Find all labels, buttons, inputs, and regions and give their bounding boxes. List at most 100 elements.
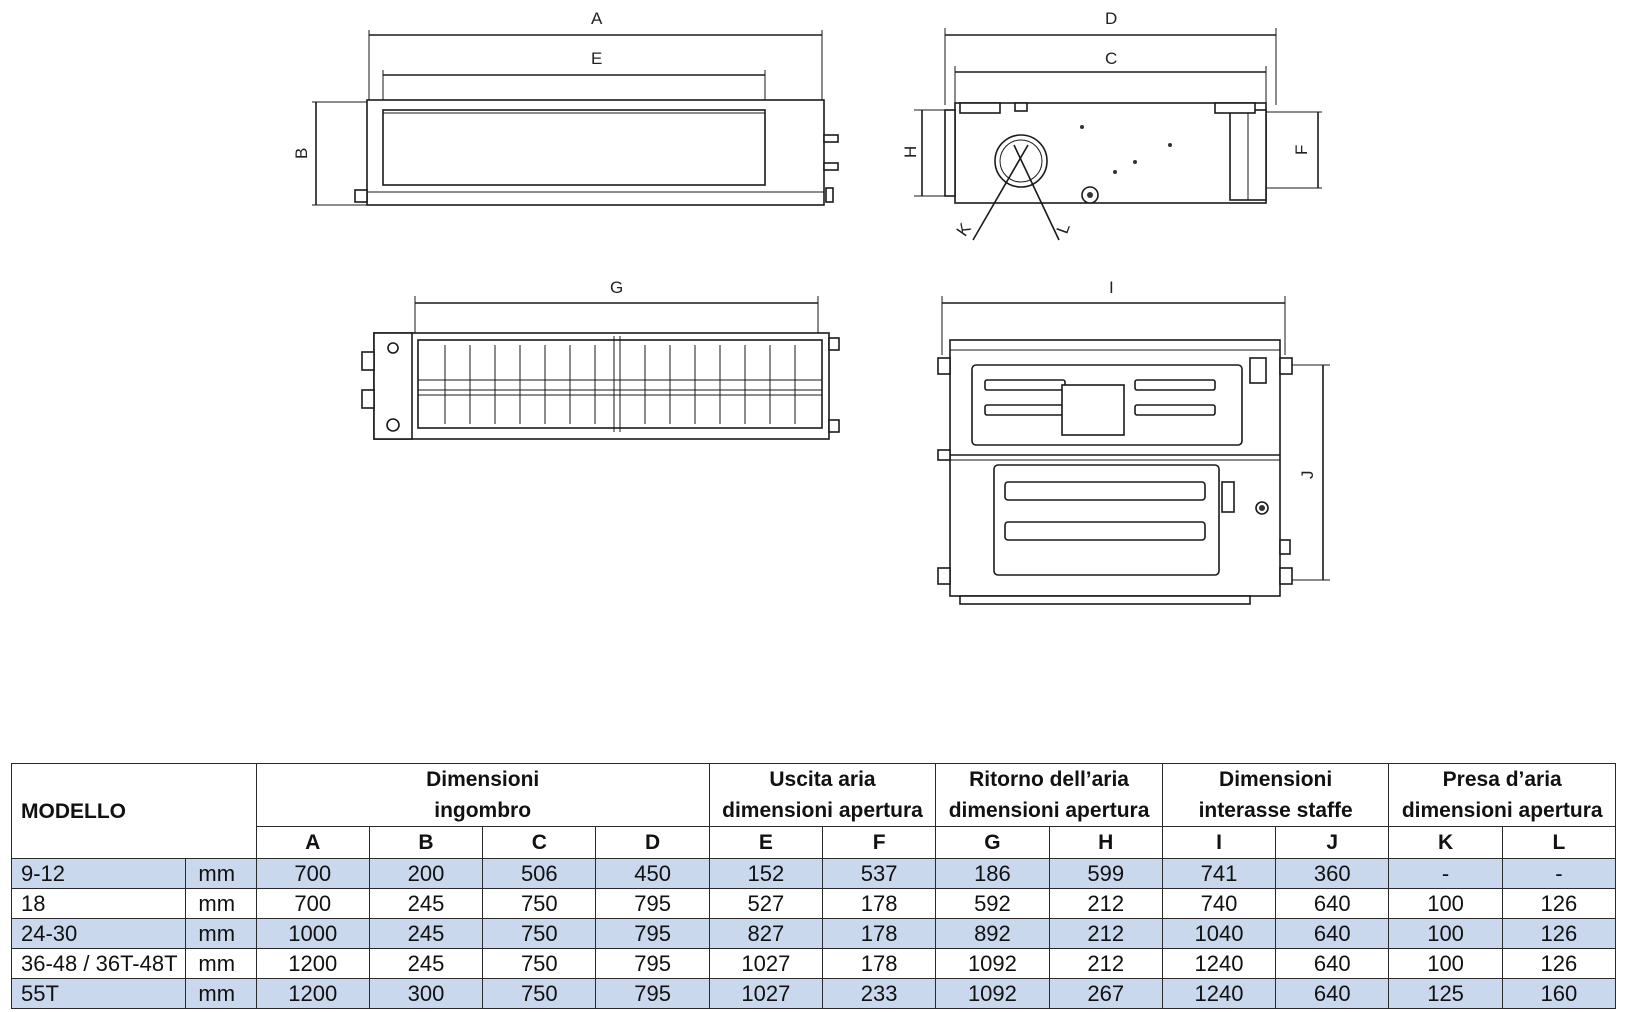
column-header: H — [1048, 826, 1163, 859]
value-cell: 126 — [1501, 918, 1617, 949]
value-cell: 212 — [1048, 888, 1163, 919]
group-line1: Uscita aria — [769, 768, 876, 791]
value-cell: 100 — [1388, 918, 1503, 949]
value-cell: 700 — [255, 858, 370, 889]
value-cell: 178 — [821, 948, 937, 979]
side-view: D C H F K L — [901, 9, 1322, 241]
label-d: D — [1105, 9, 1117, 28]
label-e: E — [591, 49, 602, 68]
unit-cell: mm — [185, 978, 257, 1009]
group-line2: dimensioni apertura — [1401, 799, 1603, 822]
value-cell: 178 — [821, 888, 937, 919]
label-k: K — [953, 219, 975, 240]
unit-cell: mm — [185, 948, 257, 979]
value-cell: 245 — [368, 948, 484, 979]
value-cell: 795 — [595, 948, 710, 979]
value-cell: 1092 — [935, 948, 1050, 979]
label-c: C — [1105, 49, 1117, 68]
label-i: I — [1109, 278, 1114, 297]
group-line1: Dimensioni — [1219, 768, 1333, 791]
column-header: K — [1388, 826, 1503, 859]
value-cell: 750 — [482, 918, 597, 949]
value-cell: 527 — [708, 888, 824, 919]
group-line1: Ritorno dell’aria — [969, 768, 1129, 791]
value-cell: 599 — [1048, 858, 1163, 889]
top-view: G — [361, 278, 840, 440]
value-cell: 750 — [482, 888, 597, 919]
group-header-ritorno: Ritorno dell’aria dimensioni apertura — [935, 763, 1163, 827]
group-header-presa: Presa d’aria dimensioni apertura — [1388, 763, 1616, 827]
value-cell: 592 — [935, 888, 1050, 919]
value-cell: - — [1388, 858, 1503, 889]
model-header: MODELLO — [11, 763, 257, 859]
unit-cell: mm — [185, 918, 257, 949]
column-header: B — [368, 826, 484, 859]
group-header-interasse: Dimensioni interasse staffe — [1161, 763, 1390, 827]
value-cell: 212 — [1048, 948, 1163, 979]
value-cell: 300 — [368, 978, 484, 1009]
value-cell: 740 — [1161, 888, 1277, 919]
column-header: D — [595, 826, 710, 859]
value-cell: 100 — [1388, 888, 1503, 919]
value-cell: 506 — [482, 858, 597, 889]
value-cell: 750 — [482, 978, 597, 1009]
value-cell: 245 — [368, 918, 484, 949]
label-f: F — [1292, 145, 1311, 155]
unit-cell: mm — [185, 858, 257, 889]
column-header: A — [255, 826, 370, 859]
value-cell: 1092 — [935, 978, 1050, 1009]
value-cell: 186 — [935, 858, 1050, 889]
column-header: G — [935, 826, 1050, 859]
value-cell: 795 — [595, 978, 710, 1009]
value-cell: 537 — [821, 858, 937, 889]
value-cell: 233 — [821, 978, 937, 1009]
group-header-ingombro: Dimensioni ingombro — [255, 763, 710, 827]
dimensions-table: MODELLO Dimensioni ingombro Uscita aria … — [10, 763, 1617, 1009]
value-cell: 1240 — [1161, 978, 1277, 1009]
value-cell: 1240 — [1161, 948, 1277, 979]
value-cell: 1040 — [1161, 918, 1277, 949]
value-cell: 1027 — [708, 948, 824, 979]
value-cell: 245 — [368, 888, 484, 919]
value-cell: 640 — [1275, 888, 1390, 919]
value-cell: 100 — [1388, 948, 1503, 979]
value-cell: 125 — [1388, 978, 1503, 1009]
value-cell: 1027 — [708, 978, 824, 1009]
value-cell: 152 — [708, 858, 824, 889]
value-cell: 795 — [595, 888, 710, 919]
value-cell: 700 — [255, 888, 370, 919]
value-cell: 1200 — [255, 948, 370, 979]
model-cell: 18 — [10, 888, 187, 919]
column-letter-row: A B C D E F G H I J K L — [12, 826, 1617, 859]
column-header: L — [1501, 826, 1617, 859]
technical-drawings: A E B D C H F — [292, 9, 1330, 605]
label-a: A — [591, 9, 603, 28]
bottom-view: I J — [937, 278, 1330, 605]
group-line1: Presa d’aria — [1442, 768, 1562, 791]
group-line1: Dimensioni — [426, 768, 540, 791]
value-cell: 640 — [1275, 948, 1390, 979]
model-cell: 36-48 / 36T-48T — [10, 948, 187, 979]
label-g: G — [610, 278, 623, 297]
value-cell: 741 — [1161, 858, 1277, 889]
value-cell: 795 — [595, 918, 710, 949]
value-cell: 267 — [1048, 978, 1163, 1009]
column-header: E — [708, 826, 824, 859]
table-header-row: MODELLO Dimensioni ingombro Uscita aria … — [11, 763, 1616, 859]
value-cell: 178 — [821, 918, 937, 949]
column-header: I — [1161, 826, 1277, 859]
label-b: B — [292, 148, 311, 159]
value-cell: 640 — [1275, 918, 1390, 949]
group-line2: dimensioni apertura — [948, 799, 1150, 822]
value-cell: 360 — [1275, 858, 1390, 889]
value-cell: 450 — [595, 858, 710, 889]
value-cell: 212 — [1048, 918, 1163, 949]
value-cell: 160 — [1501, 978, 1617, 1009]
model-cell: 9-12 — [10, 858, 187, 889]
